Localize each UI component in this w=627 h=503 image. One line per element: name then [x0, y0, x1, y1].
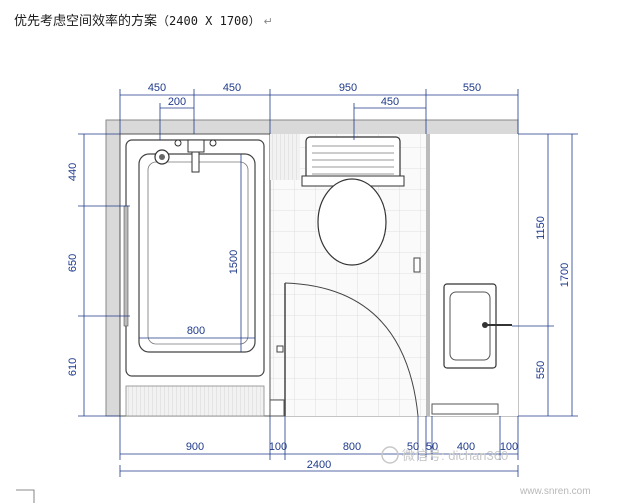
sink-zone: [430, 134, 518, 416]
dim-bottom-400: 400: [457, 441, 475, 453]
dim-top-950: 950: [339, 82, 357, 94]
mirror-cabinet: [431, 403, 499, 415]
caption-title: 优先考虑空间效率的方案: [14, 14, 158, 29]
dim-top-450-c: 450: [381, 96, 399, 108]
dim-right-1150: 1150: [535, 216, 547, 240]
dim-top-450-b: 450: [223, 82, 241, 94]
return-mark: ↵: [263, 15, 273, 28]
wechat-icon: [381, 446, 399, 464]
dim-tub-1500: 1500: [228, 250, 240, 274]
caption-dimensions: （2400 X 1700）: [157, 14, 261, 28]
grab-bar: [123, 205, 129, 327]
door-handle: [276, 345, 284, 353]
dim-top-550: 550: [463, 82, 481, 94]
dim-bottom-100-a: 100: [269, 441, 287, 453]
dim-bottom-50-a: 50: [407, 441, 419, 453]
dimension-lines: [78, 89, 578, 477]
toilet-partition: [270, 134, 300, 180]
site-watermark: www.snren.com: [519, 486, 591, 497]
dim-tub-800: 800: [187, 325, 205, 337]
door-jamb: [269, 399, 285, 417]
dim-right-550: 550: [535, 361, 547, 379]
dim-bottom-2400: 2400: [307, 459, 331, 471]
dim-left-440: 440: [67, 163, 79, 181]
faucet-knob-right: [209, 139, 217, 147]
faucet-knob-left: [174, 139, 182, 147]
wechat-watermark: 微信号: dichan360: [381, 446, 508, 464]
bathtub-front-step: [125, 385, 265, 417]
dim-bottom-900: 900: [186, 441, 204, 453]
dim-bottom-800: 800: [343, 441, 361, 453]
dim-top-200: 200: [168, 96, 186, 108]
dim-left-610: 610: [67, 358, 79, 376]
toilet-bowl: [317, 178, 387, 266]
wechat-id: 微信号: dichan360: [402, 448, 508, 463]
faucet-body: [187, 139, 205, 153]
diagram-caption: 优先考虑空间效率的方案（2400 X 1700）↵: [14, 10, 273, 29]
drain-center: [159, 154, 165, 160]
dim-top-450-a: 450: [148, 82, 166, 94]
dim-bottom-50-b: 50: [426, 441, 438, 453]
corner-mark-left: [16, 489, 35, 503]
faucet-spout: [191, 151, 200, 173]
partition-wall: [426, 134, 430, 416]
dim-bottom-100-b: 100: [500, 441, 518, 453]
toilet-tank-grille: [312, 145, 394, 175]
dim-left-650: 650: [67, 254, 79, 272]
door-swing-arc: [284, 282, 419, 417]
dim-right-1700: 1700: [559, 263, 571, 287]
towel-hook: [413, 257, 421, 273]
